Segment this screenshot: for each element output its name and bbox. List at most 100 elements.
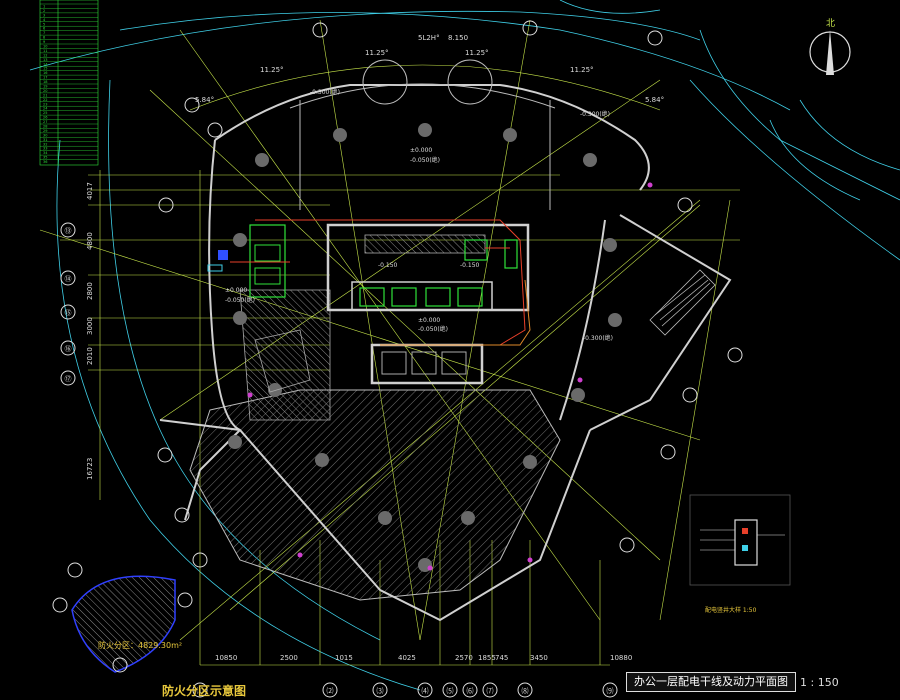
angle-dimension: 11.25° bbox=[365, 49, 389, 57]
table-row-index: 2 bbox=[43, 9, 45, 13]
table-row-index: 15 bbox=[43, 67, 47, 71]
axis-bubble-left: ⑯ bbox=[65, 345, 72, 353]
hatched-zone bbox=[189, 289, 561, 601]
top-dimension: 5L2H° bbox=[418, 34, 440, 42]
axis-bubble-left-circle bbox=[60, 222, 76, 238]
angle-dimension: 11.25° bbox=[260, 66, 284, 74]
drawing-title: 办公一层配电干线及动力平面图 bbox=[626, 672, 796, 692]
table-row-index: 4 bbox=[43, 18, 46, 22]
level-mark: -0.050(绝) bbox=[225, 296, 255, 304]
level-mark: -0.300(绝) bbox=[310, 88, 340, 96]
site-contours bbox=[29, 0, 900, 691]
axis-bubble-bottom: ⑴ bbox=[197, 686, 204, 695]
coordinate-table bbox=[39, 0, 99, 166]
axis-bubbles-bottom: ⑴⑵⑶⑷⑸⑹⑺⑻⑼ bbox=[192, 682, 618, 698]
angle-dimension: 11.25° bbox=[570, 66, 594, 74]
level-mark: ±0.000 bbox=[225, 287, 247, 294]
shaft-detail-inset: 配电竖井大样 1:50 bbox=[689, 494, 791, 614]
table-row-index: 23 bbox=[43, 102, 47, 106]
table-row-index: 5 bbox=[43, 22, 45, 26]
table-row-index: 10 bbox=[43, 45, 47, 49]
axis-bubble-left: ⑭ bbox=[65, 275, 72, 283]
fire-zone-caption: 防火分区示意图 bbox=[162, 684, 247, 698]
axis-bubble-bottom-circle bbox=[482, 682, 498, 698]
table-row-index: 17 bbox=[43, 76, 47, 80]
axis-bubble-bottom-circle bbox=[417, 682, 433, 698]
table-row-index: 12 bbox=[43, 53, 47, 57]
table-row-index: 9 bbox=[43, 40, 45, 44]
fire-zone-label: 防火分区：4829.30m² bbox=[98, 640, 182, 650]
drawing-scale: 1 : 150 bbox=[800, 676, 839, 689]
axis-bubble-bottom: ⑻ bbox=[522, 686, 529, 695]
dimension-bottom: 745 bbox=[495, 654, 508, 662]
axis-bubble-bottom-circle bbox=[442, 682, 458, 698]
building-outline bbox=[159, 84, 732, 622]
dimension-left: 4017 bbox=[86, 182, 94, 200]
table-row-index: 3 bbox=[43, 13, 45, 17]
table-row-index: 8 bbox=[43, 36, 45, 40]
axis-bubble-left-circle bbox=[60, 270, 76, 286]
table-row-index: 35 bbox=[43, 156, 47, 160]
north-arrow: 北 bbox=[809, 18, 851, 75]
dimension-left: 3000 bbox=[86, 317, 94, 335]
dimension-bottom: 3450 bbox=[530, 654, 548, 662]
level-mark: -0.300(绝) bbox=[580, 110, 610, 118]
axis-bubbles-left: ⑬ ⑭ ⑮ ⑯ ⑰ bbox=[60, 222, 76, 386]
table-row-index: 27 bbox=[43, 120, 47, 124]
axis-bubble-bottom: ⑼ bbox=[607, 686, 614, 695]
axis-bubble-left: ⑮ bbox=[65, 309, 72, 317]
north-label: 北 bbox=[826, 18, 835, 29]
table-row-index: 34 bbox=[43, 151, 48, 155]
level-mark: ±0.000 bbox=[418, 317, 440, 324]
axis-bubble-left: ⑰ bbox=[65, 375, 72, 383]
top-dimension: 8.150 bbox=[448, 34, 468, 42]
inset-caption: 配电竖井大样 1:50 bbox=[705, 606, 757, 614]
axis-bubble-left-circle bbox=[60, 340, 76, 356]
axis-bubble-bottom: ⑵ bbox=[327, 686, 334, 695]
table-row-index: 19 bbox=[43, 85, 47, 89]
table-row-index: 21 bbox=[43, 93, 47, 97]
level-mark: -0.300(绝) bbox=[583, 334, 613, 342]
level-mark: ±0.000 bbox=[410, 147, 432, 154]
table-row-index: 20 bbox=[43, 89, 47, 93]
dimension-left: 16723 bbox=[86, 458, 94, 480]
axis-bubble-bottom-circle bbox=[192, 682, 208, 698]
axis-bubble-bottom: ⑹ bbox=[467, 686, 474, 695]
core-block bbox=[326, 223, 530, 385]
table-row-index: 16 bbox=[43, 71, 47, 75]
dimension-bottom: 2500 bbox=[280, 654, 298, 662]
dimension-bottom: 10880 bbox=[610, 654, 632, 662]
axis-bubble-left: ⑬ bbox=[65, 227, 72, 235]
axis-bubble-bottom-circle bbox=[322, 682, 338, 698]
table-row-index: 6 bbox=[43, 27, 45, 31]
table-row-index: 14 bbox=[43, 62, 48, 66]
left-equipment bbox=[207, 224, 286, 298]
table-row-index: 1 bbox=[43, 5, 45, 9]
dimension-left: 2800 bbox=[86, 282, 94, 300]
table-row-index: 11 bbox=[43, 49, 47, 53]
cable-routes bbox=[230, 219, 531, 346]
dimension-bottom: 2570 bbox=[455, 654, 473, 662]
table-row-index: 13 bbox=[43, 58, 47, 62]
dimension-bottom: 1855 bbox=[478, 654, 496, 662]
table-row-index: 29 bbox=[43, 129, 47, 133]
table-row-index: 31 bbox=[43, 138, 47, 142]
dimension-bottom: 4025 bbox=[398, 654, 416, 662]
level-mark: -0.050(绝) bbox=[418, 325, 448, 333]
axis-bubble-bottom: ⑸ bbox=[447, 686, 454, 695]
right-stair bbox=[254, 269, 716, 393]
coordinate-table-rows: 1234567891011121314151617181920212223242… bbox=[40, 3, 98, 164]
top-angle-dimensions: 11.25°11.25°11.25°11.25°5.84°5.84°5L2H°8… bbox=[195, 34, 664, 104]
axis-bubble-bottom: ⑺ bbox=[487, 686, 494, 695]
level-mark: -0.050(绝) bbox=[410, 156, 440, 164]
table-row-index: 30 bbox=[43, 133, 47, 137]
table-row-index: 18 bbox=[43, 80, 47, 84]
dimension-bottom: 10850 bbox=[215, 654, 237, 662]
dimension-bottom: 1015 bbox=[335, 654, 353, 662]
markers bbox=[247, 182, 653, 571]
table-row-index: 24 bbox=[43, 107, 48, 111]
level-mark: -0.150 bbox=[378, 262, 398, 269]
